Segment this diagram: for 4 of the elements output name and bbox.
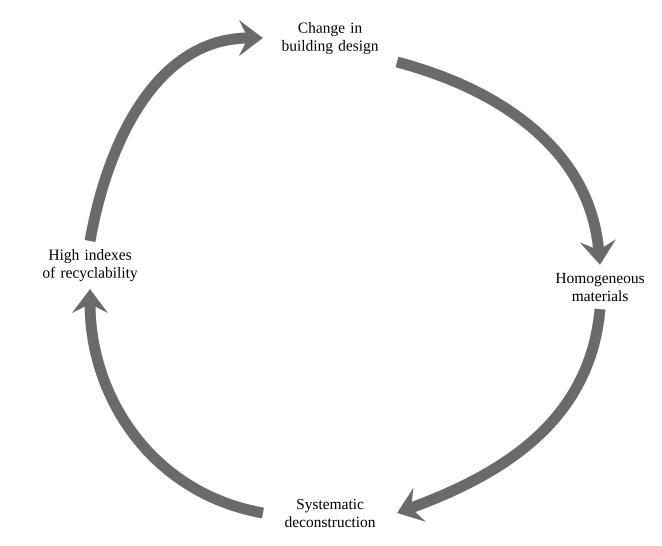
- step-label: Homogeneous materials: [556, 272, 644, 302]
- step-label: Change in building design: [282, 22, 378, 54]
- step-label: High indexes of recyclability: [43, 249, 138, 281]
- step-label: Systematic deconstruction: [285, 498, 376, 528]
